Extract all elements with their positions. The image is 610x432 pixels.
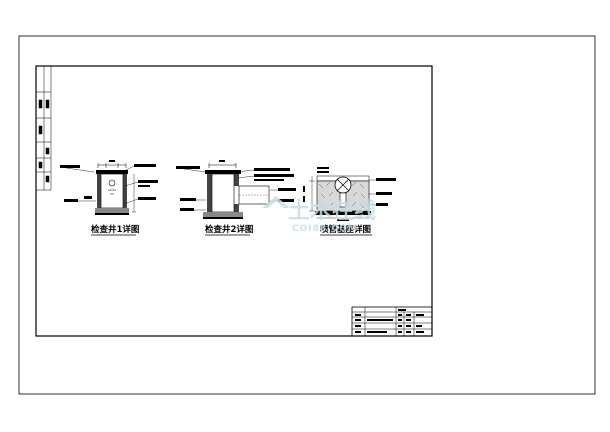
watermark-logo-icon [262,196,290,208]
watermark-brand-text: 土木在线 [288,198,376,224]
detail-2-caption: 检查井2详图 [205,224,253,235]
title-block [351,306,433,337]
detail-3-caption: 喷管基座详图 [320,224,371,235]
detail-1-drawing [60,160,158,215]
drawing-frame [35,65,433,337]
left-binding-strip [36,66,52,191]
sheet-outer-border [18,35,596,395]
detail-1-caption: 检查井1详图 [91,224,139,235]
detail-3-drawing [303,167,396,221]
watermark: 土木在线 COI88.COM [262,196,376,234]
watermark-domain-text: COI88.COM [292,224,358,234]
detail-2-drawing [176,160,296,219]
